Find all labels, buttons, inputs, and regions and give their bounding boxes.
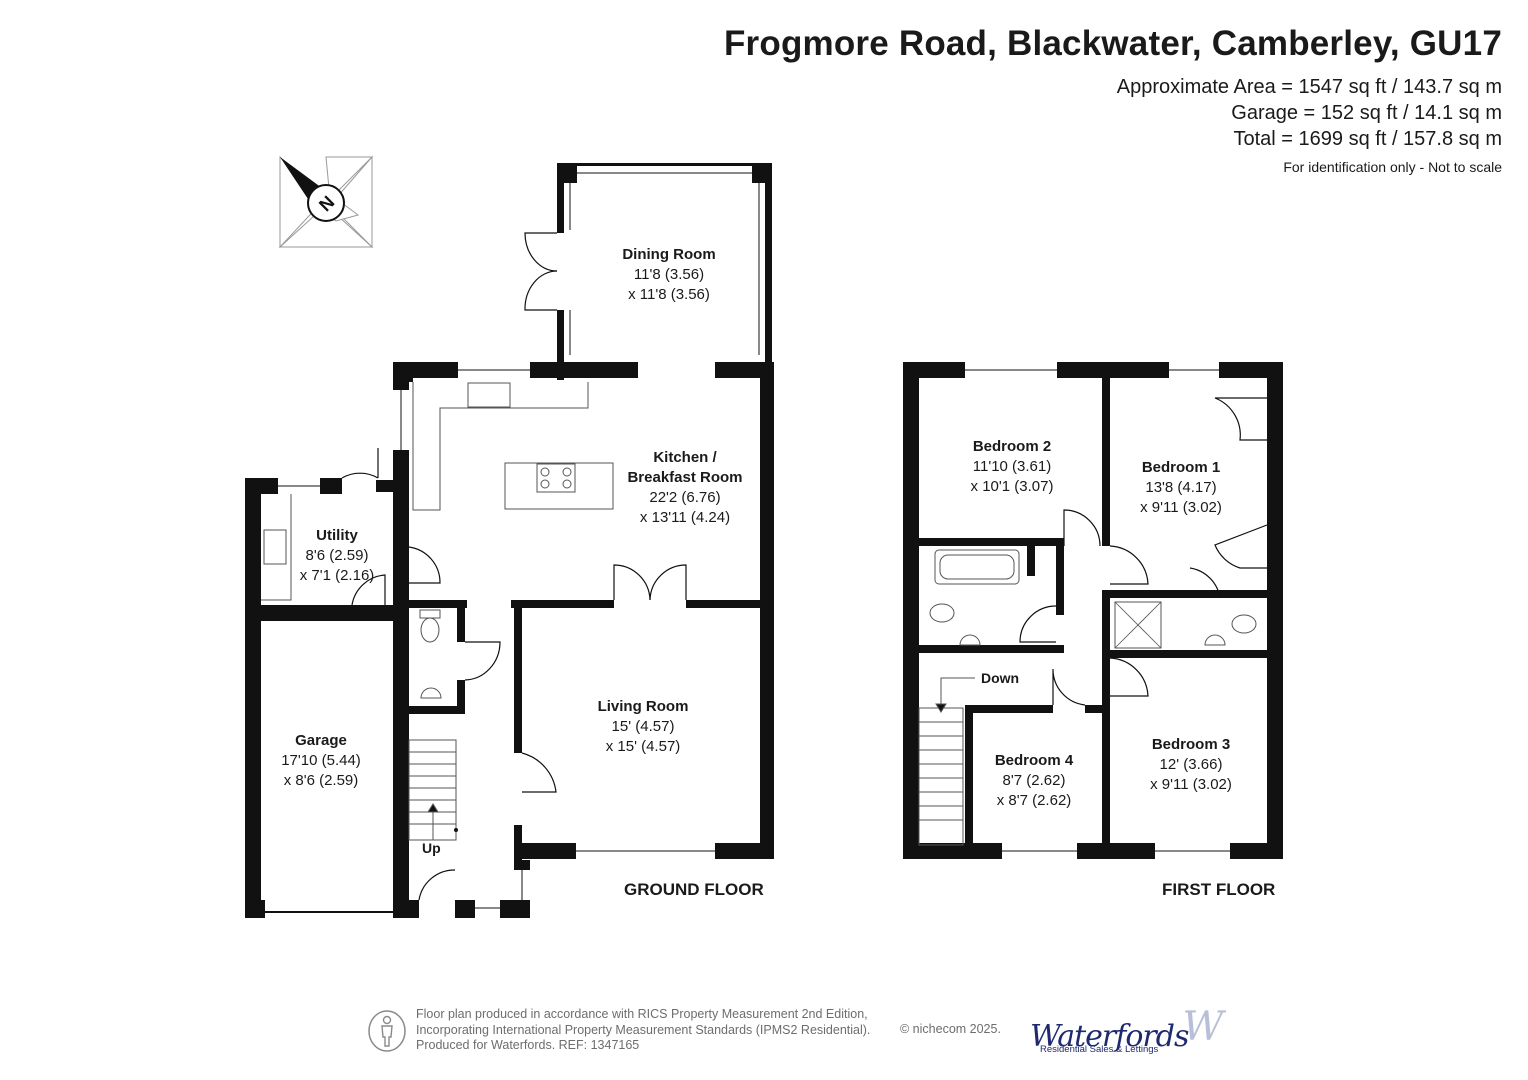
room-dimension: x 9'11 (3.02) — [1140, 499, 1222, 516]
room-dimension: 13'8 (4.17) — [1145, 479, 1217, 496]
total-area: Total = 1699 sq ft / 157.8 sq m — [1233, 128, 1503, 150]
room-name: Garage — [295, 732, 347, 749]
brand-logo: WaterfordsW — [1030, 1004, 1224, 1056]
room-dining: Dining Room 11'8 (3.56) x 11'8 (3.56) — [622, 245, 715, 305]
room-name: Bedroom 1 — [1141, 459, 1221, 476]
room-dimension: 22'2 (6.76) — [649, 489, 721, 506]
copyright: © nichecom 2025. — [900, 1022, 1001, 1036]
room-utility: Utility 8'6 (2.59) x 7'1 (2.16) — [300, 526, 375, 586]
room-bedroom-4: Bedroom 4 8'7 (2.62) x 8'7 (2.62) — [995, 751, 1073, 811]
footer-line: Incorporating International Property Mea… — [416, 1022, 871, 1037]
first-floor-plan — [903, 362, 1283, 859]
room-dimension: x 7'1 (2.16) — [299, 567, 375, 584]
first-floor-stairs-icon — [918, 677, 975, 846]
room-bedroom-2: Bedroom 2 11'10 (3.61) x 10'1 (3.07) — [971, 437, 1054, 497]
room-name: Dining Room — [622, 246, 716, 263]
ground-floor-plan — [245, 163, 774, 918]
person-icon — [368, 1010, 406, 1052]
room-bedroom-1: Bedroom 1 13'8 (4.17) x 9'11 (3.02) — [1140, 458, 1222, 518]
room-living: Living Room 15' (4.57) x 15' (4.57) — [598, 697, 689, 757]
footer-line: Produced for Waterfords. REF: 1347165 — [416, 1038, 640, 1052]
room-dimension: x 8'6 (2.59) — [283, 772, 359, 789]
ground-floor-label: GROUND FLOOR — [624, 880, 764, 899]
footer-line: Floor plan produced in accordance with R… — [416, 1007, 868, 1021]
brand-name: Waterfords — [1030, 1019, 1189, 1054]
room-dimension: x 15' (4.57) — [605, 738, 681, 755]
room-dimension: x 10'1 (3.07) — [970, 478, 1054, 495]
room-garage: Garage 17'10 (5.44) x 8'6 (2.59) — [281, 731, 361, 791]
room-name: Living Room — [597, 698, 689, 715]
room-dimension: 11'10 (3.61) — [972, 458, 1052, 475]
room-name: Kitchen / — [653, 449, 717, 466]
stairs-down-label: Down — [981, 670, 1020, 686]
room-kitchen: Kitchen / Breakfast Room 22'2 (6.76) x 1… — [627, 448, 742, 528]
room-dimension: x 11'8 (3.56) — [628, 286, 710, 303]
room-dimension: 8'6 (2.59) — [305, 547, 369, 564]
compass-icon: N — [278, 155, 374, 249]
ground-stairs-icon — [408, 739, 457, 841]
room-dimension: 8'7 (2.62) — [1002, 772, 1066, 789]
approximate-area: Approximate Area = 1547 sq ft / 143.7 sq… — [1116, 76, 1502, 98]
brand-subtitle: Residential Sales & Lettings — [1040, 1044, 1159, 1055]
property-title: Frogmore Road, Blackwater, Camberley, GU… — [723, 24, 1502, 63]
stairs-up-label: Up — [422, 840, 441, 856]
footer-disclaimer: Floor plan produced in accordance with R… — [416, 1007, 870, 1054]
room-dimension: 17'10 (5.44) — [281, 752, 361, 769]
room-dimension: 11'8 (3.56) — [633, 266, 705, 283]
room-dimension: 15' (4.57) — [611, 718, 675, 735]
room-bedroom-3: Bedroom 3 12' (3.66) x 9'11 (3.02) — [1150, 735, 1232, 795]
room-name: Bedroom 4 — [994, 752, 1074, 769]
scale-note: For identification only - Not to scale — [1283, 159, 1502, 175]
room-name: Bedroom 3 — [1151, 736, 1231, 753]
room-name: Bedroom 2 — [972, 438, 1052, 455]
room-name: Breakfast Room — [627, 469, 743, 486]
room-dimension: 12' (3.66) — [1159, 756, 1223, 773]
room-name: Utility — [316, 527, 358, 544]
first-floor-label: FIRST FLOOR — [1162, 880, 1276, 899]
room-dimension: x 8'7 (2.62) — [996, 792, 1072, 809]
brand-mark: W — [1182, 1004, 1223, 1050]
garage-area: Garage = 152 sq ft / 14.1 sq m — [1231, 102, 1502, 124]
room-dimension: x 13'11 (4.24) — [639, 509, 731, 526]
room-dimension: x 9'11 (3.02) — [1150, 776, 1232, 793]
